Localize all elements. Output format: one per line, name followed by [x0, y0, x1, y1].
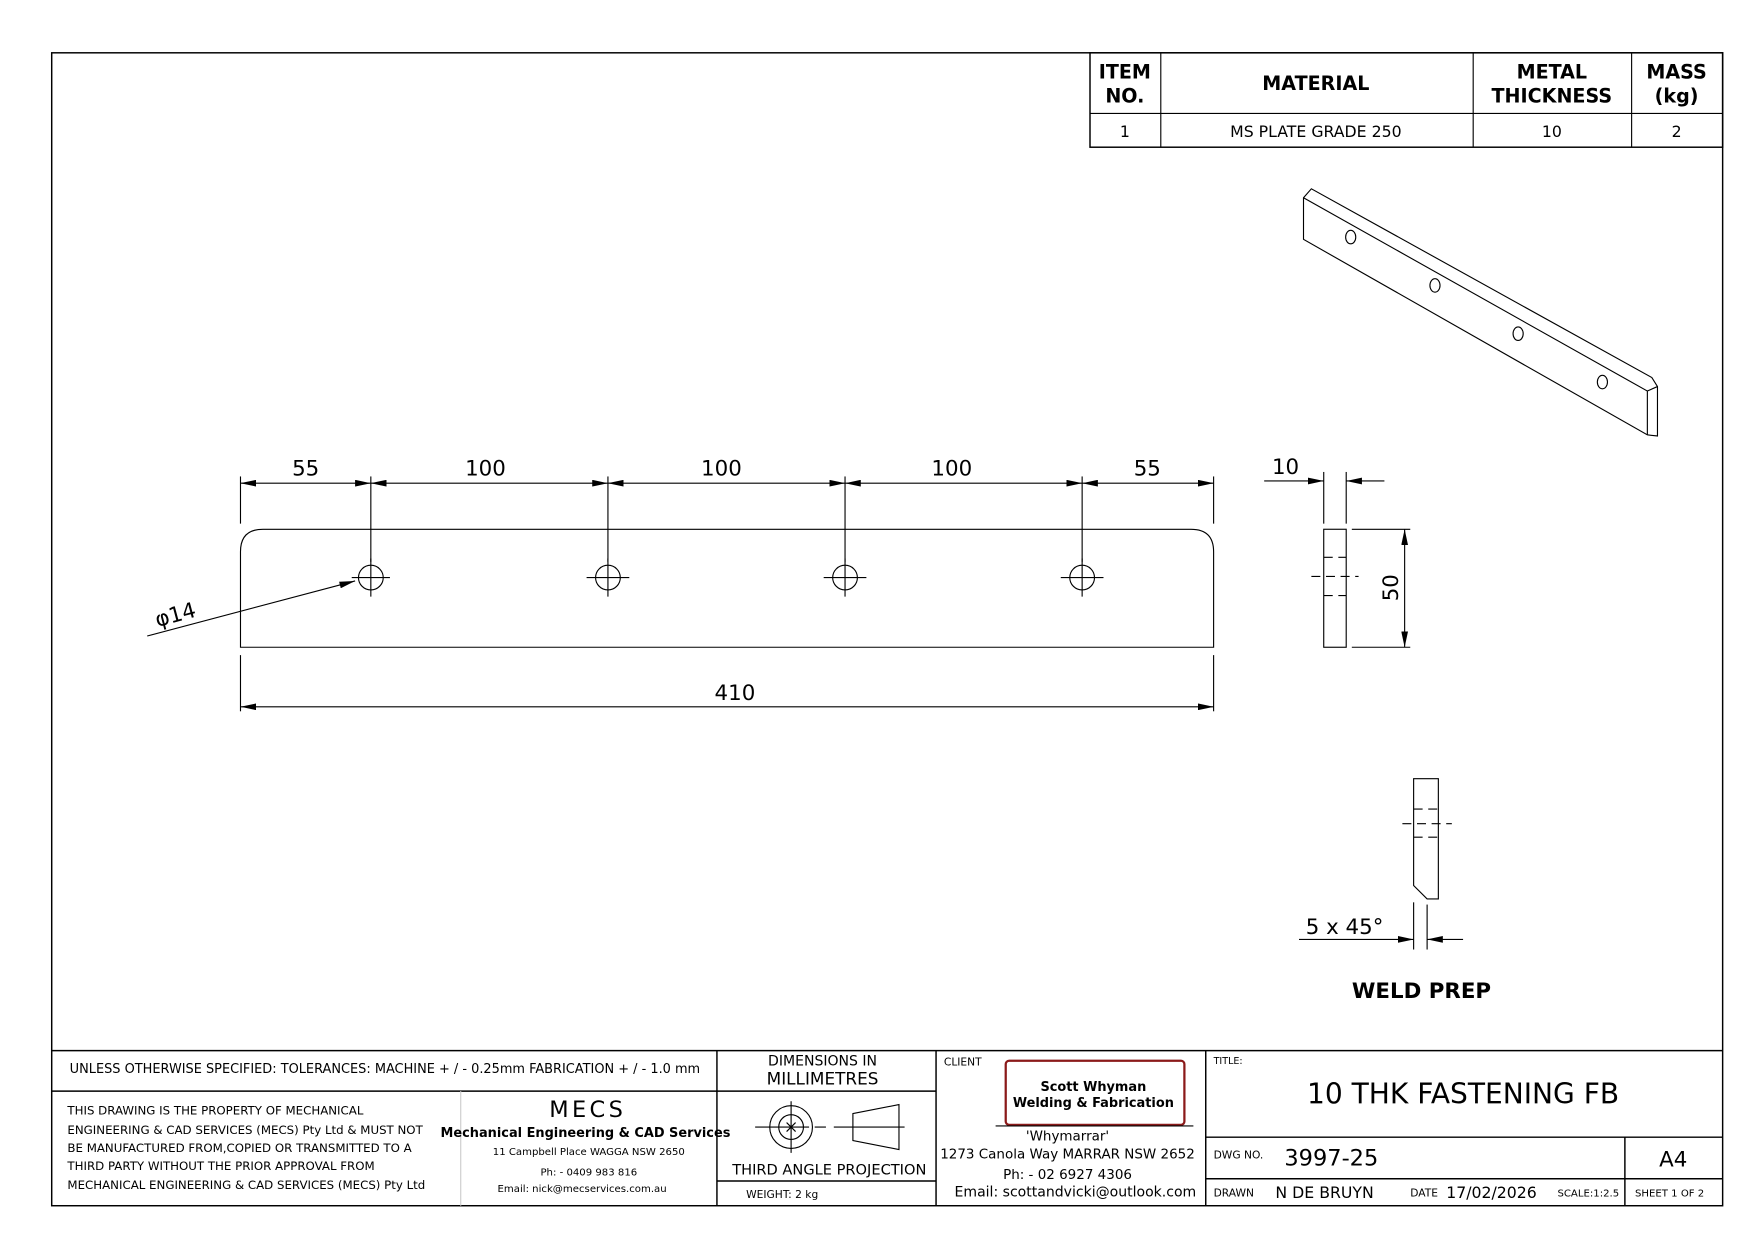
- date: 17/02/2026: [1446, 1183, 1537, 1202]
- svg-text:ENGINEERING & CAD SERVICES (ME: ENGINEERING & CAD SERVICES (MECS) Pty Lt…: [67, 1123, 423, 1137]
- weight-label: WEIGHT: 2 kg: [746, 1188, 818, 1201]
- svg-text:MECHANICAL ENGINEERING & CAD S: MECHANICAL ENGINEERING & CAD SERVICES (M…: [67, 1178, 425, 1192]
- dim-width: 50: [1379, 574, 1404, 601]
- mecs-logo: MECS: [549, 1097, 626, 1123]
- client-logo: Scott Whyman Welding & Fabrication: [995, 1059, 1194, 1127]
- tolerances-note: UNLESS OTHERWISE SPECIFIED: TOLERANCES: …: [70, 1062, 700, 1077]
- paper-size: A4: [1659, 1147, 1687, 1172]
- header-material: MATERIAL: [1262, 72, 1369, 95]
- svg-text:Email: nick@mecservices.com.au: Email: nick@mecservices.com.au: [498, 1184, 667, 1195]
- dim-100-3: 100: [931, 456, 972, 481]
- header-thickness: METAL: [1517, 61, 1588, 84]
- weld-prep-view: 5 x 45° WELD PREP: [1299, 778, 1491, 1004]
- dim-chamfer: 5 x 45°: [1306, 915, 1384, 940]
- svg-text:Ph: - 0409 983 816: Ph: - 0409 983 816: [540, 1167, 637, 1178]
- cell-mass: 2: [1672, 122, 1682, 141]
- header-item-no-2: NO.: [1105, 84, 1144, 107]
- drawn-by: N DE BRUYN: [1275, 1183, 1373, 1202]
- dim-overall-length: 410: [715, 681, 756, 706]
- svg-text:Welding & Fabrication: Welding & Fabrication: [1013, 1096, 1174, 1111]
- property-notice: THIS DRAWING IS THE PROPERTY OF MECHANIC…: [66, 1104, 425, 1192]
- dwg-no: 3997-25: [1284, 1145, 1378, 1171]
- holes: [351, 558, 1104, 597]
- date-label: DATE: [1410, 1187, 1438, 1200]
- client-email: Email: scottandvicki@outlook.com: [955, 1185, 1197, 1201]
- third-angle-projection-icon: [755, 1101, 905, 1153]
- svg-text:11 Campbell Place WAGGA NSW 26: 11 Campbell Place WAGGA NSW 2650: [493, 1147, 685, 1158]
- client-property: 'Whymarrar': [1026, 1129, 1109, 1145]
- client-phone: Ph: - 02 6927 4306: [1003, 1167, 1132, 1183]
- title-label: TITLE:: [1213, 1056, 1243, 1067]
- side-view: 10 50: [1264, 455, 1411, 648]
- drawing-border: [50, 52, 1724, 1207]
- dim-100-2: 100: [701, 456, 742, 481]
- client-address: 1273 Canola Way MARRAR NSW 2652: [940, 1147, 1195, 1163]
- svg-text:Mechanical Engineering & CAD S: Mechanical Engineering & CAD Services: [441, 1126, 731, 1141]
- header-mass: MASS: [1646, 61, 1706, 84]
- header-item-no: ITEM: [1099, 61, 1151, 84]
- client-label: CLIENT: [944, 1055, 982, 1068]
- isometric-view: [1302, 188, 1659, 437]
- drawing-title: 10 THK FASTENING FB: [1307, 1077, 1619, 1110]
- projection-label: THIRD ANGLE PROJECTION: [731, 1161, 926, 1178]
- dim-hole-diameter: φ14: [152, 598, 198, 633]
- units-label-2: MILLIMETRES: [767, 1068, 879, 1088]
- sheet-number: SHEET 1 OF 2: [1635, 1189, 1704, 1200]
- title-block: UNLESS OTHERWISE SPECIFIED: TOLERANCES: …: [51, 1049, 1723, 1206]
- svg-text:THIRD PARTY WITHOUT THE PRIOR: THIRD PARTY WITHOUT THE PRIOR APPROVAL F…: [66, 1159, 374, 1173]
- header-thickness-2: THICKNESS: [1492, 84, 1613, 107]
- cell-item: 1: [1120, 122, 1130, 141]
- svg-text:THIS DRAWING IS THE PROPERTY O: THIS DRAWING IS THE PROPERTY OF MECHANIC…: [66, 1104, 363, 1118]
- units-label: DIMENSIONS IN: [768, 1053, 877, 1069]
- cell-material: MS PLATE GRADE 250: [1230, 122, 1401, 141]
- header-mass-2: (kg): [1655, 84, 1699, 107]
- weld-prep-label: WELD PREP: [1352, 979, 1491, 1004]
- drawn-label: DRAWN: [1214, 1187, 1254, 1200]
- company-info: MECS Mechanical Engineering & CAD Servic…: [441, 1097, 731, 1195]
- dim-55-left: 55: [292, 456, 319, 481]
- dim-55-right: 55: [1134, 456, 1161, 481]
- cell-thickness: 10: [1542, 122, 1562, 141]
- parts-table: ITEM NO. MATERIAL METAL THICKNESS MASS (…: [1089, 52, 1724, 148]
- svg-text:BE MANUFACTURED FROM,COPIED OR: BE MANUFACTURED FROM,COPIED OR TRANSMITT…: [67, 1141, 411, 1155]
- dim-thickness: 10: [1272, 455, 1299, 480]
- dim-100-1: 100: [465, 456, 506, 481]
- front-view: 55 100 100 100 55 410 φ14: [147, 456, 1215, 712]
- svg-text:Scott Whyman: Scott Whyman: [1040, 1080, 1146, 1095]
- scale: SCALE:1:2.5: [1557, 1189, 1619, 1200]
- dwg-no-label: DWG NO.: [1214, 1149, 1264, 1162]
